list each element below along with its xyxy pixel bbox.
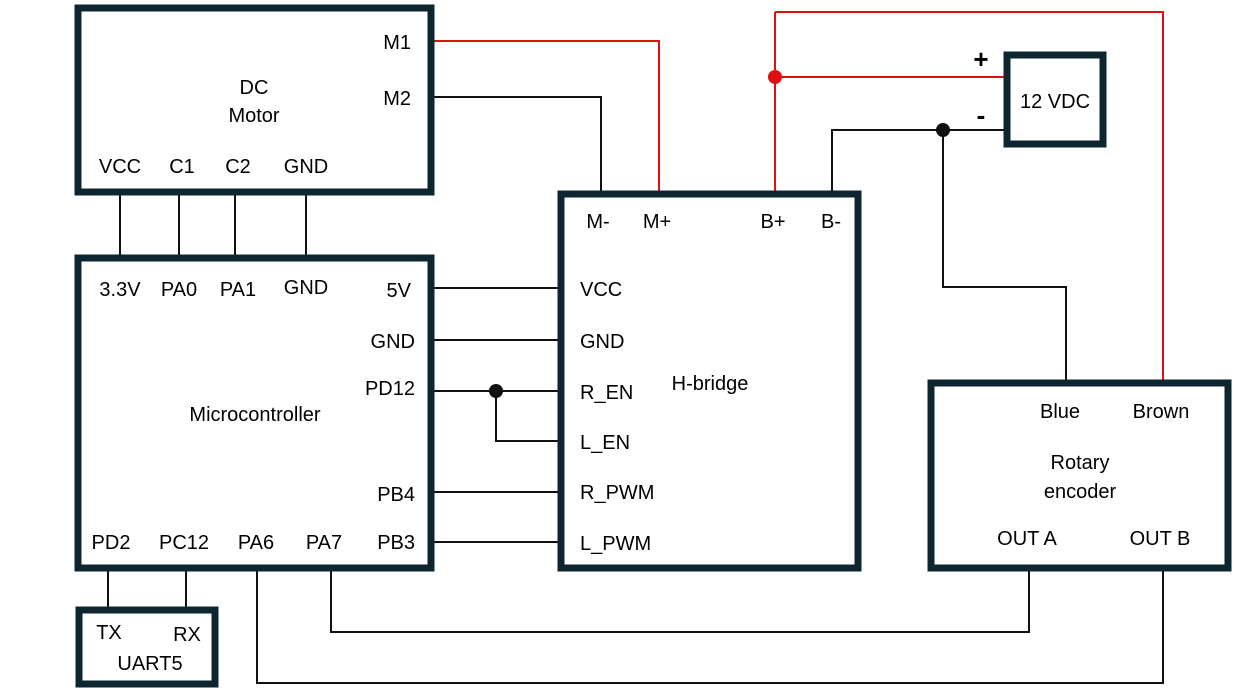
encoder-pin-blue: Blue [1040,401,1080,423]
mcu-pin-pd12: PD12 [365,378,415,400]
supply-box [1003,51,1107,148]
mcu-pin-gnd-right: GND [371,331,415,353]
mcu-pin-5v: 5V [387,280,412,302]
motor-title-line1: DC [240,77,269,99]
h-bridge-box [557,190,862,572]
rotary-encoder-box [927,379,1232,572]
motor-pin-gnd: GND [284,156,328,178]
mcu-pin-3v3: 3.3V [99,279,141,301]
uart5-box [75,606,219,688]
wire-m2-mminus [430,96,602,194]
motor-pin-c2: C2 [225,156,251,178]
uart-pin-tx: TX [96,622,122,644]
h-bridge-block: H-bridge M- M+ B+ B- VCC GND R_EN L_EN R… [557,190,862,572]
mcu-title: Microcontroller [189,404,320,426]
wire-pa7-outa [330,568,1030,633]
supply-minus-sign: - [977,100,986,130]
hbridge-title: H-bridge [672,373,749,395]
motor-title-line2: Motor [228,105,279,127]
wire-m1-mplus [430,40,660,194]
mcu-pin-pb4: PB4 [377,484,415,506]
hbridge-pin-bminus: B- [821,211,841,233]
uart5-block: TX RX UART5 [75,606,219,688]
mcu-pin-gnd-top: GND [284,277,328,299]
encoder-title-line1: Rotary [1051,452,1110,474]
mcu-pin-pa6: PA6 [238,532,274,554]
supply-title: 12 VDC [1020,91,1090,113]
hbridge-pin-rpwm: R_PWM [580,482,654,504]
dc-motor-box [74,4,435,196]
mcu-pin-pa1: PA1 [220,279,256,301]
junction-dot-pd12 [489,384,503,398]
rotary-encoder-block: Blue Brown Rotary encoder OUT A OUT B [927,379,1232,572]
wire-blue-supply [942,130,1067,383]
microcontroller-box [74,254,435,572]
motor-pin-m2: M2 [383,88,411,110]
motor-pin-vcc: VCC [99,156,141,178]
microcontroller-block: Microcontroller 3.3V PA0 PA1 GND 5V GND … [74,254,435,572]
hbridge-pin-mminus: M- [586,211,609,233]
wire-bminus-supply [831,129,1007,194]
motor-pin-c1: C1 [169,156,195,178]
hbridge-pin-vcc: VCC [580,279,622,301]
mcu-pin-pa7: PA7 [306,532,342,554]
hbridge-pin-gnd: GND [580,331,624,353]
supply-block: 12 VDC + - [973,44,1107,148]
encoder-title-line2: encoder [1044,481,1117,503]
hbridge-pin-len: L_EN [580,432,630,454]
hbridge-pin-mplus: M+ [643,211,671,233]
hbridge-pin-ren: R_EN [580,382,633,404]
encoder-pin-outa: OUT A [997,528,1057,550]
motor-pin-m1: M1 [383,32,411,54]
uart-pin-rx: RX [173,624,201,646]
hbridge-pin-bplus: B+ [760,211,785,233]
wire-brown-supply [775,11,1164,383]
uart-title: UART5 [117,653,182,675]
wire-pd12-len [495,391,561,442]
encoder-pin-outb: OUT B [1130,528,1191,550]
encoder-pin-brown: Brown [1133,401,1190,423]
junction-dot-bplus [768,70,782,84]
mcu-pin-pa0: PA0 [161,279,197,301]
supply-plus-sign: + [973,44,988,74]
junction-dot-bminus [936,123,950,137]
mcu-pin-pd2: PD2 [92,532,131,554]
mcu-pin-pb3: PB3 [377,532,415,554]
hbridge-pin-lpwm: L_PWM [580,533,651,555]
mcu-pin-pc12: PC12 [159,532,209,554]
wire-pa6-outb [256,568,1164,684]
dc-motor-block: DC Motor M1 M2 VCC C1 C2 GND [74,4,435,196]
